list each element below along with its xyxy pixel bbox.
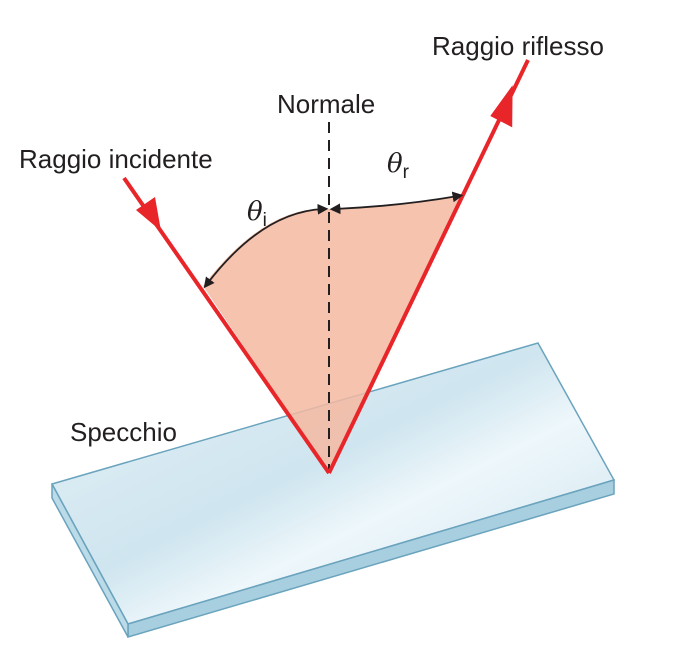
reflection-angle-symbol: θ (387, 149, 403, 179)
incident-ray (122, 176, 331, 475)
incidence-angle-label: θi (247, 199, 267, 230)
mirror-side-edge (51, 483, 129, 638)
reflected-ray-label: Raggio riflesso (432, 31, 604, 61)
incidence-angle-subscript: i (262, 210, 267, 231)
reflection-angle-label: θr (387, 151, 409, 182)
incident-ray-label: Raggio incidente (19, 144, 213, 174)
normal-label: Normale (277, 89, 376, 119)
mirror-label: Specchio (70, 417, 177, 447)
reflection-angle-arc (329, 191, 464, 215)
reflected-ray (327, 59, 530, 474)
mirror (50, 342, 616, 639)
incidence-angle-arc (203, 203, 329, 289)
incidence-angle-symbol: θ (247, 197, 263, 227)
incident-arrow-icon (136, 197, 161, 231)
reflected-arrow-icon (490, 85, 513, 128)
reflection-angle-subscript: r (402, 162, 409, 183)
